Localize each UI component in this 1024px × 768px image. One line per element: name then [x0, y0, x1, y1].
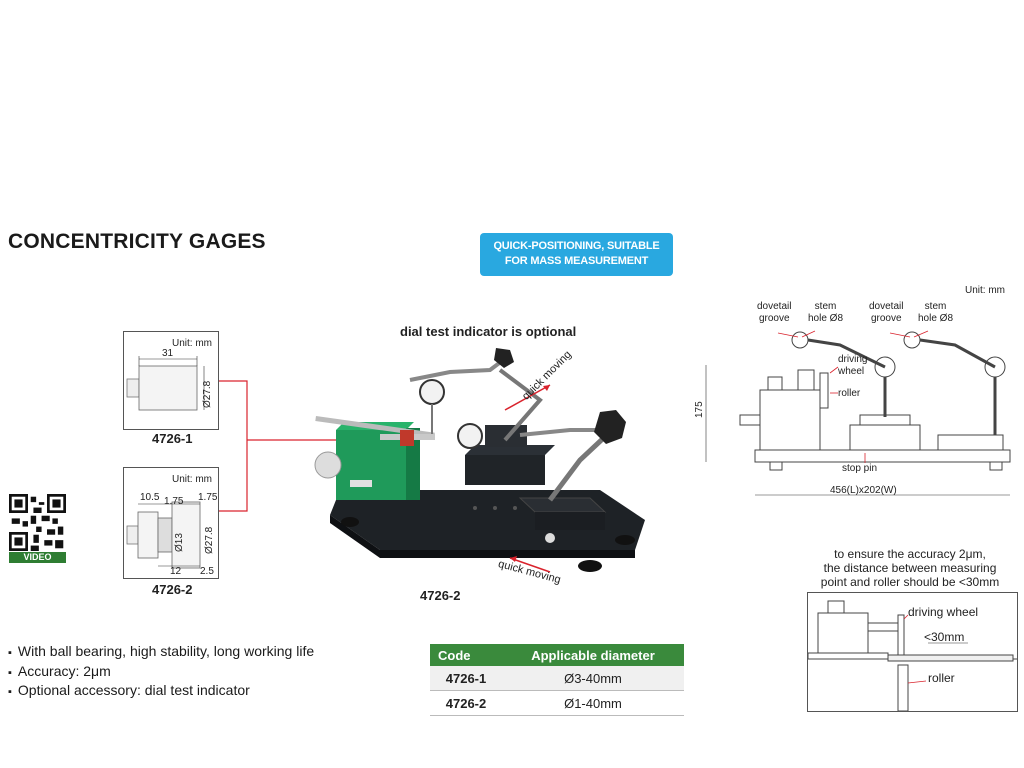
- dim-12: 12: [170, 566, 182, 577]
- drawing-unit-label: Unit: mm: [965, 285, 1005, 296]
- hole-text: hole Ø8: [808, 313, 844, 324]
- stem-text: stem: [924, 301, 947, 312]
- wheel-text: wheel: [838, 366, 865, 377]
- table-row: 4726-2 Ø1-40mm: [430, 690, 684, 716]
- stem-hole-label-2: stem hole Ø8: [918, 301, 953, 325]
- caption-4726-2-box: 4726-2: [152, 582, 193, 597]
- callout-lines: [219, 380, 337, 512]
- caption-4726-1: 4726-1: [152, 431, 193, 446]
- header-diameter: Applicable diameter: [502, 644, 684, 666]
- stop-pin-label: stop pin: [842, 463, 878, 474]
- dim-1-75-a: 1.75: [164, 496, 184, 507]
- qr-code: [9, 494, 66, 551]
- badge-line-2: FOR MASS MEASUREMENT: [504, 255, 649, 267]
- stem-hole-label-1: stem hole Ø8: [808, 301, 843, 325]
- size-dimension: 456(L)x202(W): [830, 485, 897, 496]
- feature-list: With ball bearing, high stability, long …: [8, 643, 314, 702]
- driving-wheel-label: driving wheel: [838, 354, 867, 378]
- height-dimension: 175: [694, 401, 705, 418]
- detail-drawing: [807, 600, 1017, 712]
- dovetail-groove-label-1: dovetail groove: [757, 301, 791, 325]
- cell-code: 4726-1: [430, 666, 502, 691]
- spec-table: Code Applicable diameter 4726-1 Ø3-40mm …: [430, 644, 684, 716]
- dimension-box-4726-1: Unit: mm 31 Ø27.8: [123, 331, 219, 430]
- technical-drawing: [705, 330, 1011, 496]
- dim-width-31: 31: [162, 348, 174, 359]
- feature-badge: QUICK-POSITIONING, SUITABLE FOR MASS MEA…: [480, 233, 673, 276]
- groove-text: groove: [870, 313, 902, 324]
- dim-diameter: Ø27.8: [202, 380, 213, 408]
- detail-roller-label: roller: [928, 671, 955, 685]
- dim-10-5: 10.5: [140, 492, 160, 503]
- groove-text: groove: [758, 313, 790, 324]
- optional-caption: dial test indicator is optional: [400, 324, 577, 339]
- dovetail-text: dovetail: [869, 301, 904, 312]
- dim-1-75-b: 1.75: [198, 492, 218, 503]
- unit-label: Unit: mm: [172, 338, 212, 349]
- page-title: CONCENTRICITY GAGES: [8, 230, 266, 253]
- dim-diameter-outer: Ø27.8: [204, 526, 215, 554]
- table-row: 4726-1 Ø3-40mm: [430, 666, 684, 691]
- dovetail-text: dovetail: [757, 301, 792, 312]
- accuracy-note: to ensure the accuracy 2μm, the distance…: [800, 547, 1020, 589]
- main-model-caption: 4726-2: [420, 588, 461, 603]
- unit-label: Unit: mm: [172, 474, 212, 485]
- dim-2-5: 2.5: [200, 566, 214, 577]
- dim-diameter-inner: Ø13: [174, 533, 185, 552]
- feature-item: Accuracy: 2μm: [8, 663, 314, 683]
- feature-item: Optional accessory: dial test indicator: [8, 682, 314, 702]
- note-line: point and roller should be <30mm: [820, 575, 1000, 589]
- dimension-drawing-4726-1: [126, 356, 205, 411]
- dovetail-groove-label-2: dovetail groove: [869, 301, 903, 325]
- cell-code: 4726-2: [430, 690, 502, 716]
- detail-driving-wheel-label: driving wheel: [908, 605, 979, 619]
- dimension-drawing-4726-2: [126, 501, 201, 569]
- feature-item: With ball bearing, high stability, long …: [8, 643, 314, 663]
- video-label[interactable]: VIDEO: [9, 552, 66, 563]
- note-line: the distance between measuring: [823, 561, 997, 575]
- hole-text: hole Ø8: [918, 313, 954, 324]
- concentricity-gage-photo: [314, 348, 645, 573]
- detail-distance-label: <30mm: [924, 630, 965, 644]
- driving-text: driving: [838, 354, 868, 365]
- header-code: Code: [430, 644, 502, 666]
- roller-label: roller: [838, 388, 861, 399]
- stem-text: stem: [814, 301, 837, 312]
- badge-line-1: QUICK-POSITIONING, SUITABLE: [493, 240, 660, 252]
- note-line: to ensure the accuracy 2μm,: [834, 547, 986, 561]
- cell-diameter: Ø3-40mm: [502, 666, 684, 691]
- dimension-box-4726-2: Unit: mm 10.5 1.75 1.75 Ø13 Ø27.8 12 2.5: [123, 467, 219, 579]
- cell-diameter: Ø1-40mm: [502, 690, 684, 716]
- detail-drawing-box: driving wheel <30mm roller: [807, 592, 1018, 712]
